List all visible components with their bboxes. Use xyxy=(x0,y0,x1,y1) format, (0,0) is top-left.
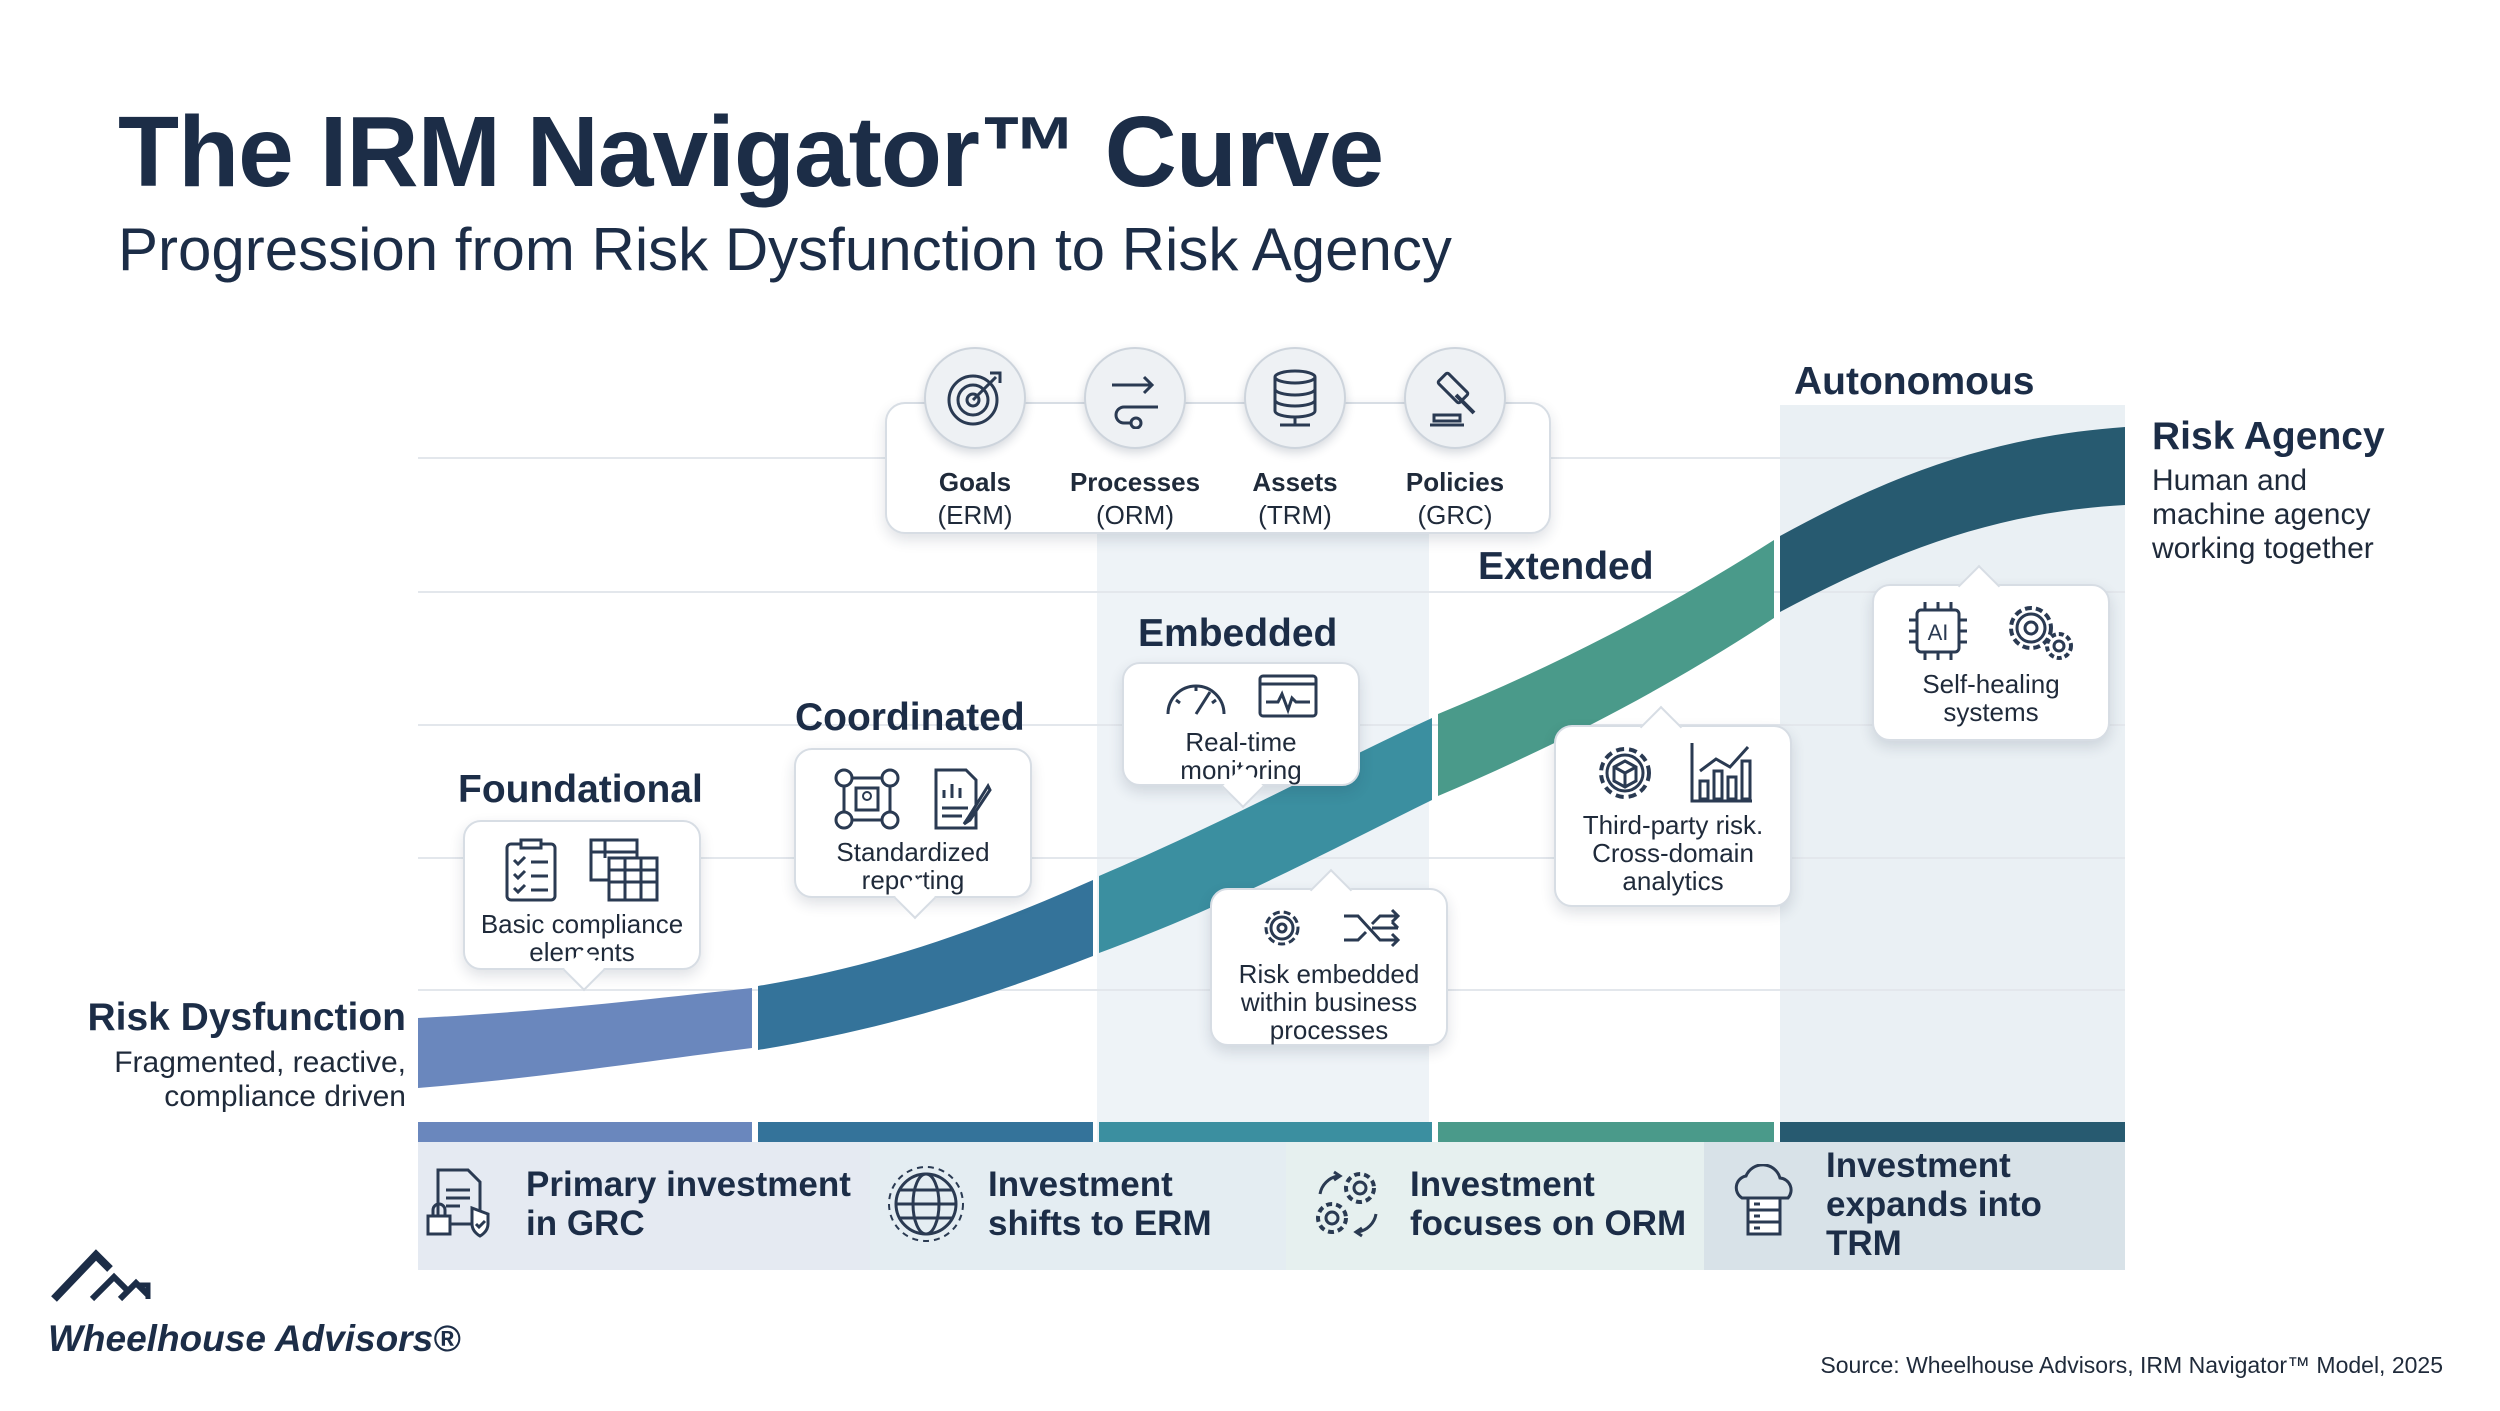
spreadsheet-icon xyxy=(589,838,659,902)
page-title: The IRM Navigator™ Curve xyxy=(118,96,1384,208)
card-autonomous: AI Self-healing systems xyxy=(1872,564,2110,741)
target-icon xyxy=(924,347,1026,449)
pillar-policies: Policies (GRC) xyxy=(1380,347,1530,531)
pillar-name: Goals xyxy=(938,467,1012,497)
pillar-processes: Processes (ORM) xyxy=(1060,347,1210,531)
curve-segment-foundational xyxy=(418,988,752,1088)
source-note: Source: Wheelhouse Advisors, IRM Navigat… xyxy=(1820,1352,2443,1378)
report-pen-icon xyxy=(934,768,992,830)
pillar-sub: (GRC) xyxy=(1417,500,1493,530)
investment-erm: Investment shifts to ERM xyxy=(886,1140,1286,1268)
bar-chart-icon xyxy=(1690,743,1752,803)
pillar-sub: (ORM) xyxy=(1096,500,1174,530)
pillar-name: Policies xyxy=(1405,467,1505,497)
ai-chip-icon: AI xyxy=(1909,602,1967,660)
card-foundational: Basic compliance elements xyxy=(463,820,701,992)
baseline-bar-4 xyxy=(1438,1122,1774,1142)
card-extended: Third-party risk. Cross-domain analytics xyxy=(1554,705,1792,907)
start-description: Fragmented, reactive, compliance driven xyxy=(114,1046,406,1113)
card-embedded-bottom: Risk embedded within business processes xyxy=(1210,868,1448,1046)
end-title: Risk Agency xyxy=(2152,415,2385,458)
card-coordinated: Standardized reporting xyxy=(794,748,1032,920)
investment-trm: Investment expands into TRM xyxy=(1724,1140,2125,1268)
pillar-goals: Goals (ERM) xyxy=(900,347,1050,531)
document-lock-icon xyxy=(426,1168,490,1238)
investment-band-1 xyxy=(418,1142,870,1270)
baseline-bar-3 xyxy=(1099,1122,1432,1142)
investment-text: Investment expands into TRM xyxy=(1826,1145,2042,1263)
investment-band-3 xyxy=(1286,1142,1704,1270)
card-embedded-top: Real-time monitoring xyxy=(1122,662,1360,809)
curve-segment-autonomous xyxy=(1780,427,2125,612)
card-text: Self-healing systems xyxy=(1922,669,2060,727)
team-network-icon xyxy=(834,768,900,830)
pillar-name: Assets xyxy=(1252,467,1338,497)
card-text: Third-party risk. Cross-domain analytics xyxy=(1582,810,1764,896)
investment-text: Investment shifts to ERM xyxy=(988,1165,1212,1243)
investment-orm: Investment focuses on ORM xyxy=(1308,1140,1704,1268)
gauge-icon xyxy=(1166,684,1226,715)
stage-label-coordinated: Coordinated xyxy=(795,696,1025,739)
stage-label-autonomous: Autonomous xyxy=(1794,360,2035,403)
curve-segment-extended xyxy=(1438,540,1774,796)
investment-grc: Primary investment in GRC xyxy=(422,1140,870,1268)
investment-text: Primary investment in GRC xyxy=(526,1165,851,1243)
gears-icon xyxy=(2009,606,2073,660)
gear-box-icon xyxy=(1599,747,1651,799)
end-description: Human and machine agency working togethe… xyxy=(2152,464,2374,565)
shuffle-arrows-icon xyxy=(1344,908,1401,948)
baseline-bar-5 xyxy=(1780,1122,2125,1142)
pillar-assets: Assets (TRM) xyxy=(1220,347,1370,531)
page-subtitle: Progression from Risk Dysfunction to Ris… xyxy=(118,216,1452,283)
monitor-pulse-icon xyxy=(1258,674,1318,718)
gavel-icon xyxy=(1404,347,1506,449)
stage-label-extended: Extended xyxy=(1478,545,1654,588)
pillar-sub: (TRM) xyxy=(1258,500,1332,530)
gear-target-icon xyxy=(1264,910,1300,946)
stage-label-embedded: Embedded xyxy=(1138,612,1338,655)
checklist-icon xyxy=(505,838,557,902)
curve-segment-coordinated xyxy=(758,880,1093,1050)
ai-chip-label: AI xyxy=(1928,620,1949,645)
start-title: Risk Dysfunction xyxy=(87,996,406,1039)
baseline-bar-2 xyxy=(758,1122,1093,1142)
pillar-name: Processes xyxy=(1069,467,1201,497)
gears-cycle-icon xyxy=(1316,1170,1378,1238)
stage-label-foundational: Foundational xyxy=(458,768,703,811)
card-text: Risk embedded within business processes xyxy=(1238,959,1420,1045)
process-arrows-icon xyxy=(1084,347,1186,449)
logo-text: Wheelhouse Advisors® xyxy=(48,1318,461,1359)
pillar-sub: (ERM) xyxy=(937,500,1013,530)
baseline-bar-1 xyxy=(418,1122,752,1142)
globe-icon xyxy=(888,1166,964,1242)
cloud-server-icon xyxy=(1734,1164,1793,1236)
database-icon xyxy=(1244,347,1346,449)
investment-text: Investment focuses on ORM xyxy=(1410,1165,1687,1243)
wheelhouse-logo-icon xyxy=(51,1249,151,1302)
